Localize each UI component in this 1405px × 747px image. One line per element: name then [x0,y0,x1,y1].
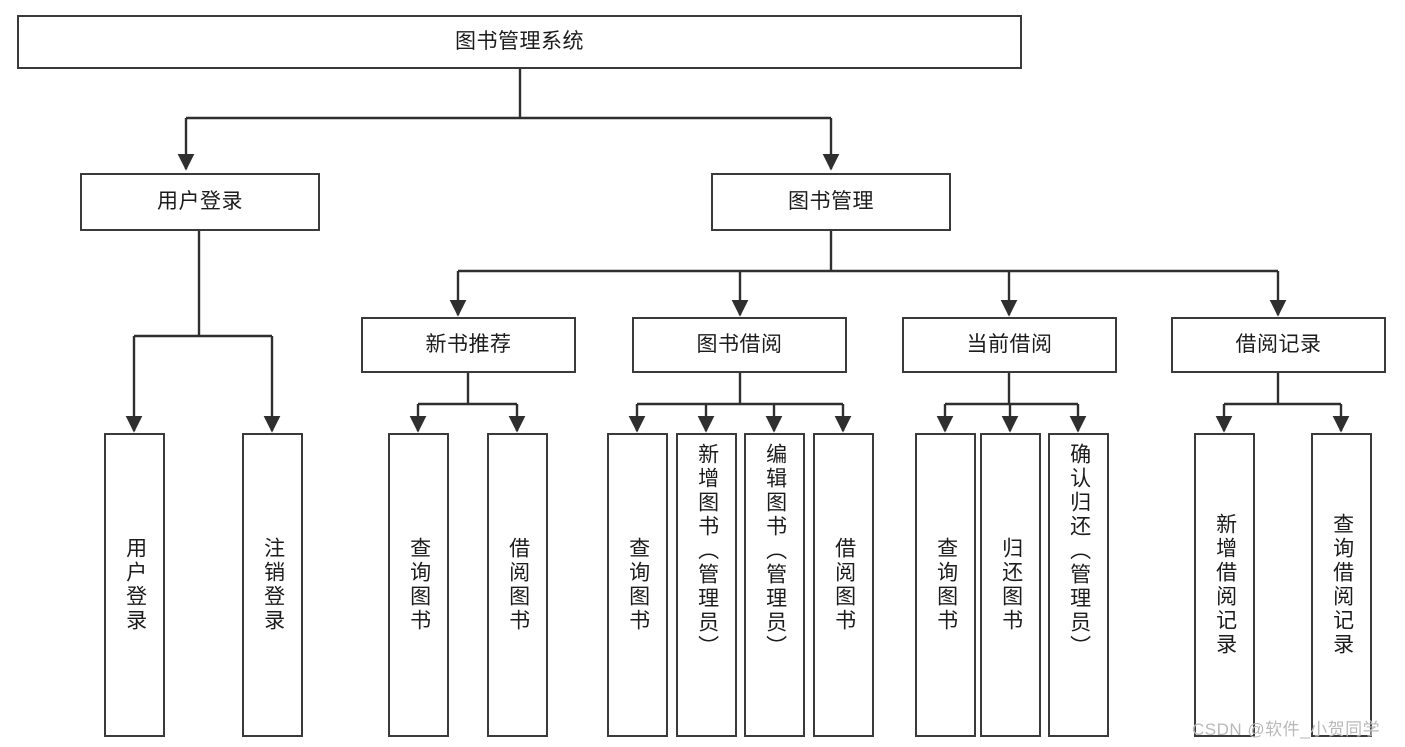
node-book-borrow[interactable]: 图书借阅 [632,317,847,373]
leaf-label: 注销登录 [261,537,285,633]
leaf-label: 查询图书 [934,537,958,633]
node-root[interactable]: 图书管理系统 [17,15,1022,69]
node-root-label: 图书管理系统 [455,30,584,54]
node-book-manage-label: 图书管理 [788,190,874,214]
leaf-user-login-0[interactable]: 用户登录 [104,433,165,737]
leaf-book-borrow-2[interactable]: 编辑图书（管理员） [744,433,805,737]
leaf-book-borrow-1[interactable]: 新增图书（管理员） [676,433,737,737]
node-user-login-label: 用户登录 [157,190,243,214]
leaf-label: 确认归还（管理员） [1067,443,1091,659]
node-new-book[interactable]: 新书推荐 [361,317,576,373]
leaf-label: 借阅图书 [506,537,530,633]
leaf-label: 归还图书 [999,537,1023,633]
node-user-login[interactable]: 用户登录 [80,173,320,231]
leaf-current-borrow-0[interactable]: 查询图书 [915,433,976,737]
node-book-borrow-label: 图书借阅 [696,333,783,357]
node-current-borrow[interactable]: 当前借阅 [902,317,1117,373]
leaf-current-borrow-2[interactable]: 确认归还（管理员） [1048,433,1109,737]
leaf-new-book-0[interactable]: 查询图书 [388,433,449,737]
csdn-watermark: CSDN @软件_小贺同学 [1192,720,1381,739]
node-current-borrow-label: 当前借阅 [966,333,1053,357]
leaf-current-borrow-1[interactable]: 归还图书 [980,433,1041,737]
leaf-book-borrow-3[interactable]: 借阅图书 [813,433,874,737]
leaf-label: 查询图书 [626,537,650,633]
node-borrow-record[interactable]: 借阅记录 [1171,317,1386,373]
node-new-book-label: 新书推荐 [425,333,512,357]
leaf-label: 新增借阅记录 [1213,513,1237,657]
leaf-label: 新增图书（管理员） [695,443,719,659]
leaf-label: 借阅图书 [832,537,856,633]
leaf-user-login-1[interactable]: 注销登录 [242,433,303,737]
node-borrow-record-label: 借阅记录 [1235,333,1322,357]
leaf-borrow-record-1[interactable]: 查询借阅记录 [1311,433,1372,737]
leaf-label: 编辑图书（管理员） [763,443,787,659]
leaf-label: 查询图书 [407,537,431,633]
leaf-label: 查询借阅记录 [1330,513,1354,657]
leaf-label: 用户登录 [123,537,147,633]
leaf-book-borrow-0[interactable]: 查询图书 [607,433,668,737]
leaf-borrow-record-0[interactable]: 新增借阅记录 [1194,433,1255,737]
node-book-manage[interactable]: 图书管理 [711,173,951,231]
leaf-new-book-1[interactable]: 借阅图书 [487,433,548,737]
